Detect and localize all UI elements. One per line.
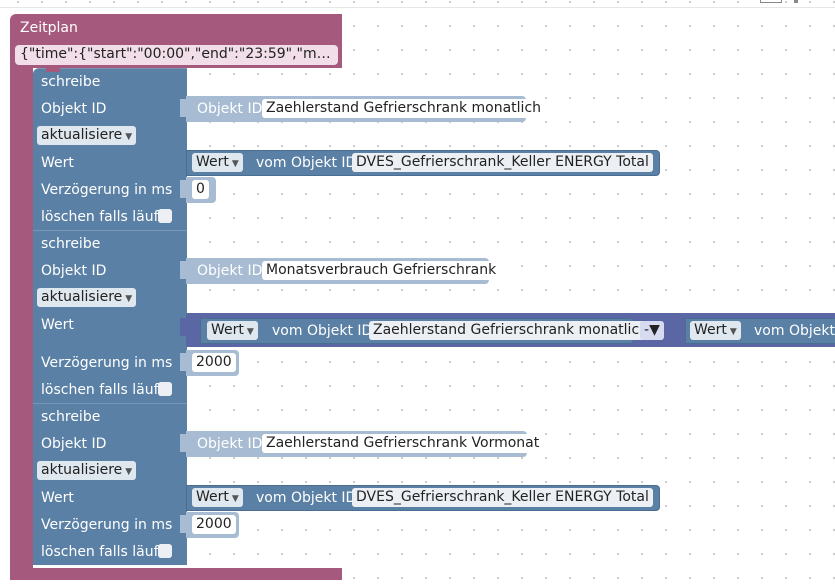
delay-input[interactable]: 2000: [192, 353, 236, 372]
mode-dropdown[interactable]: aktualisiere▼: [37, 288, 137, 307]
from-object-label: vom Objekt ID: [256, 490, 357, 506]
input-connector: [180, 434, 190, 452]
from-object-label-2: vom Objekt I: [754, 323, 835, 339]
chevron-down-icon: ▼: [649, 322, 660, 338]
clear-if-running-checkbox[interactable]: [158, 209, 172, 223]
delay-label: Verzögerung in ms: [41, 355, 173, 371]
object-id-label: Objekt ID: [41, 436, 107, 452]
value-dropdown-label: Wert: [694, 322, 727, 338]
from-object-label: vom Objekt ID: [256, 155, 357, 171]
delay-input[interactable]: 2000: [192, 515, 236, 534]
write-label: schreibe: [41, 409, 101, 425]
chevron-down-icon: ▼: [729, 327, 737, 337]
object-id-placeholder: Objekt ID: [197, 436, 263, 452]
value-label: Wert: [41, 317, 74, 333]
block-notch: [46, 403, 60, 407]
object-id-value[interactable]: Monatsverbrauch Gefrierschrank: [262, 261, 501, 280]
value-dropdown-2[interactable]: Wert▼: [690, 321, 741, 340]
delay-label: Verzögerung in ms: [41, 517, 173, 533]
clear-if-running-checkbox[interactable]: [158, 544, 172, 558]
input-connector: [180, 180, 190, 198]
source-object-field[interactable]: Zaehlerstand Gefrierschrank monatlich: [369, 321, 653, 340]
chevron-down-icon: ▼: [231, 159, 239, 169]
operator-dropdown[interactable]: -▼: [640, 321, 664, 340]
value-label: Wert: [41, 155, 74, 171]
delay-label: Verzögerung in ms: [41, 182, 173, 198]
clear-if-running-label: löschen falls läuft: [41, 544, 164, 560]
chevron-down-icon: ▼: [125, 294, 133, 304]
schedule-event-block-body: [10, 60, 33, 580]
chevron-down-icon: ▼: [125, 467, 133, 477]
from-object-label: vom Objekt ID: [272, 323, 373, 339]
object-id-placeholder: Objekt ID: [197, 101, 263, 117]
write-block-3[interactable]: [33, 403, 187, 565]
object-id-label: Objekt ID: [41, 263, 107, 279]
delay-input[interactable]: 0: [192, 180, 209, 199]
write-block-1[interactable]: [33, 68, 187, 230]
schedule-input[interactable]: {"time":{"start":"00:00","end":"23:59","…: [15, 45, 338, 65]
value-dropdown-label: Wert: [211, 322, 244, 338]
value-dropdown[interactable]: Wert▼: [192, 153, 243, 172]
value-label: Wert: [41, 490, 74, 506]
value-dropdown[interactable]: Wert▼: [207, 321, 258, 340]
mode-dropdown[interactable]: aktualisiere▼: [37, 126, 137, 145]
chevron-down-icon: ▼: [231, 494, 239, 504]
object-id-value[interactable]: Zaehlerstand Gefrierschrank monatlich: [262, 99, 546, 118]
write-label: schreibe: [41, 236, 101, 252]
clear-if-running-label: löschen falls läuft: [41, 209, 164, 225]
value-dropdown[interactable]: Wert▼: [192, 488, 243, 507]
object-id-placeholder: Objekt ID: [197, 263, 263, 279]
source-object-field[interactable]: DVES_Gefrierschrank_Keller ENERGY Total: [352, 153, 653, 172]
operator-label: -: [644, 322, 650, 338]
input-connector: [180, 488, 190, 506]
mode-dropdown[interactable]: aktualisiere▼: [37, 461, 137, 480]
schedule-event-title: Zeitplan: [20, 20, 78, 36]
value-dropdown-label: Wert: [196, 154, 229, 170]
schedule-event-block-footer: [10, 568, 342, 580]
input-connector: [180, 318, 190, 336]
input-connector: [180, 261, 190, 279]
workspace-top-border: [0, 7, 835, 8]
chevron-down-icon: ▼: [246, 327, 254, 337]
input-connector: [180, 153, 190, 171]
chevron-down-icon: ▼: [125, 132, 133, 142]
input-connector: [180, 515, 190, 533]
mode-dropdown-label: aktualisiere: [41, 462, 123, 478]
clear-if-running-checkbox[interactable]: [158, 382, 172, 396]
block-notch: [46, 230, 60, 234]
clear-if-running-label: löschen falls läuft: [41, 382, 164, 398]
input-connector: [180, 99, 190, 117]
toolbar-icon[interactable]: [760, 0, 782, 3]
object-id-label: Objekt ID: [41, 101, 107, 117]
write-label: schreibe: [41, 74, 101, 90]
source-object-field[interactable]: DVES_Gefrierschrank_Keller ENERGY Total: [352, 488, 653, 507]
block-notch: [46, 68, 60, 72]
value-dropdown-label: Wert: [196, 489, 229, 505]
object-id-value[interactable]: Zaehlerstand Gefrierschrank Vormonat: [262, 434, 544, 453]
mode-dropdown-label: aktualisiere: [41, 127, 123, 143]
toolbar-icon-2[interactable]: [794, 0, 798, 3]
input-connector: [180, 353, 190, 371]
mode-dropdown-label: aktualisiere: [41, 289, 123, 305]
write-block-2[interactable]: [33, 230, 187, 403]
